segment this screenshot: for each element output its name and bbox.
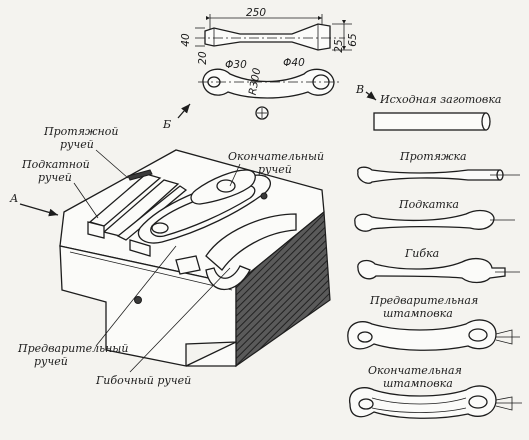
dim-head-left: 40 (180, 33, 192, 47)
label-bending-cavity: Гибочный ручей (95, 374, 191, 387)
dim-length: 250 (246, 7, 266, 19)
dim-shank-right: 25 (333, 39, 345, 53)
label-view-b: Б (162, 118, 171, 131)
label-bending: Гибка (404, 247, 439, 260)
forging-sequence: В Исходная заготовка Протяжка Подкатка Г… (347, 83, 522, 419)
label-view-v: В (355, 83, 364, 96)
dim-diam-left: Φ30 (225, 59, 247, 71)
label-rolling: Подкатка (398, 198, 459, 211)
part-drawing-top: 250 40 20 25 65 Φ30 Φ40 R300 Б (162, 7, 359, 131)
dim-head-right: 65 (347, 33, 359, 47)
label-prelim-cavity-1: Предварительный (17, 342, 128, 355)
dim-radius: R300 (247, 67, 264, 96)
label-final-forging-1: Окончательная (368, 364, 462, 377)
label-prelim-forging-2: штамповка (383, 307, 453, 320)
label-final-cavity-2: ручей (258, 163, 292, 176)
die-labels: А Протяжной ручей Подкатной ручей Оконча… (9, 125, 324, 387)
label-final-cavity-1: Окончательный (228, 150, 324, 163)
label-prelim-cavity-2: ручей (34, 355, 68, 368)
label-drawing-cavity-1: Протяжной (43, 125, 118, 138)
label-blank: Исходная заготовка (379, 93, 501, 106)
label-drawing: Протяжка (399, 150, 467, 163)
dim-diam-right: Φ40 (283, 57, 305, 69)
dim-shank-left: 20 (197, 51, 209, 65)
label-prelim-forging-1: Предварительная (369, 294, 478, 307)
label-view-a: А (9, 192, 18, 205)
die-block (59, 149, 331, 368)
label-rolling-cavity-1: Подкатной (21, 158, 90, 171)
label-drawing-cavity-2: ручей (60, 138, 94, 151)
label-rolling-cavity-2: ручей (38, 171, 72, 184)
label-final-forging-2: штамповка (383, 377, 453, 390)
